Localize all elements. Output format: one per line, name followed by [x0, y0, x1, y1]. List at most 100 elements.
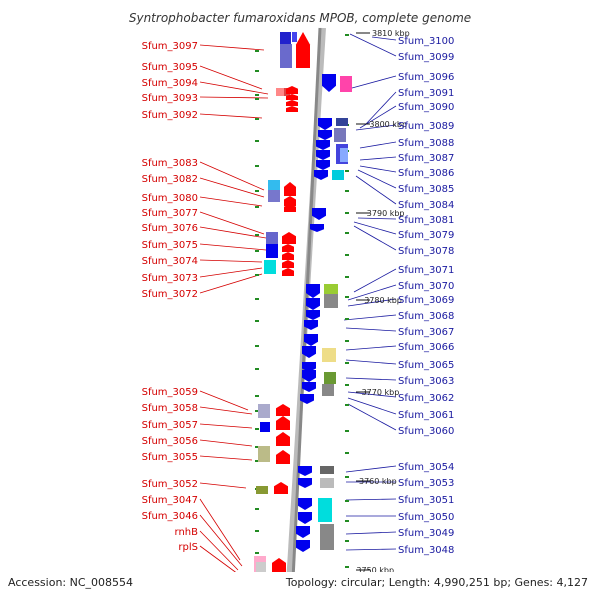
- left-gene-label: Sfum_3076: [142, 223, 198, 234]
- gene-tick: [255, 460, 259, 462]
- leader-line: [199, 44, 265, 51]
- gene-tick: [255, 530, 259, 532]
- gene-tick: [345, 566, 349, 568]
- gene-tick: [345, 520, 349, 522]
- left-gene-label: Sfum_3094: [142, 78, 198, 89]
- right-gene-labels: Sfum_3100Sfum_3099Sfum_3096Sfum_3091Sfum…: [398, 36, 454, 556]
- right-gene-label: Sfum_3067: [398, 327, 454, 338]
- gene-arrow-reverse: [306, 284, 320, 298]
- left-gene-label: Sfum_3055: [142, 452, 198, 463]
- gene-tick: [345, 362, 349, 364]
- gene-arrows: [272, 32, 336, 572]
- gene-arrow-reverse: [312, 208, 326, 220]
- accession-label: Accession: NC_008554: [8, 576, 133, 589]
- left-gene-label: Sfum_3058: [142, 403, 198, 414]
- gene-tick: [255, 320, 259, 322]
- leader-line: [355, 124, 397, 131]
- left-gene-label: Sfum_3080: [142, 193, 198, 204]
- gene-arrow-forward: [276, 404, 290, 416]
- leader-line: [347, 391, 397, 398]
- right-gene-label: Sfum_3099: [398, 52, 454, 63]
- leader-line: [199, 65, 263, 90]
- gene-tick: [255, 508, 259, 510]
- right-gene-label: Sfum_3085: [398, 184, 454, 195]
- gene-arrow-forward: [284, 204, 296, 212]
- gene-arrow-forward: [282, 260, 294, 268]
- left-gene-label: Sfum_3074: [142, 256, 198, 267]
- gene-tick: [255, 165, 259, 167]
- gene-arrow-forward: [286, 100, 298, 106]
- leader-line: [199, 439, 253, 447]
- gene-block: [340, 148, 348, 162]
- label-leader-lines: [199, 33, 397, 575]
- leader-line: [199, 196, 263, 207]
- right-gene-label: Sfum_3091: [398, 88, 454, 99]
- leader-line: [345, 548, 397, 551]
- gene-arrow-reverse: [296, 526, 310, 538]
- right-gene-label: Sfum_3100: [398, 36, 454, 47]
- gene-arrow-reverse: [318, 118, 332, 130]
- leader-line: [347, 403, 397, 431]
- left-gene-label: rnhB: [175, 527, 199, 538]
- kbp-label: 3790 kbp: [367, 209, 405, 218]
- gene-block: [332, 170, 344, 180]
- gene-arrow-reverse: [318, 130, 332, 140]
- left-gene-label: Sfum_3095: [142, 62, 198, 73]
- leader-line: [199, 530, 239, 571]
- leader-line: [359, 156, 397, 161]
- leader-line: [353, 221, 397, 235]
- leader-line: [347, 397, 397, 415]
- gene-tick: [345, 340, 349, 342]
- right-gene-label: Sfum_3086: [398, 168, 454, 179]
- gene-tick: [255, 250, 259, 252]
- leader-line: [345, 531, 397, 535]
- gene-tick: [255, 50, 259, 52]
- gene-arrow-forward: [284, 196, 296, 206]
- leader-line: [371, 36, 397, 41]
- footer-band: [0, 572, 600, 600]
- gene-block: [280, 44, 292, 68]
- gene-arrow-forward: [276, 450, 290, 464]
- gene-block: [258, 446, 270, 462]
- right-gene-label: Sfum_3084: [398, 200, 454, 211]
- left-gene-label: Sfum_3073: [142, 273, 198, 284]
- right-gene-label: Sfum_3060: [398, 426, 454, 437]
- gene-block: [258, 404, 270, 418]
- left-gene-label: Sfum_3056: [142, 436, 198, 447]
- gene-arrow-reverse: [298, 512, 312, 524]
- leader-line: [357, 169, 397, 189]
- right-gene-label: Sfum_3049: [398, 528, 454, 539]
- topology-label: Topology: circular; Length: 4,990,251 bp…: [285, 576, 588, 589]
- gene-arrow-reverse: [306, 310, 320, 320]
- gene-tick: [255, 552, 259, 554]
- leader-line: [199, 273, 263, 294]
- gene-arrow-reverse: [298, 466, 312, 476]
- gene-arrow-forward: [282, 268, 294, 276]
- gene-block: [340, 76, 352, 92]
- left-gene-label: Sfum_3052: [142, 479, 198, 490]
- left-gene-label: Sfum_3047: [142, 495, 198, 506]
- gene-block: [280, 32, 291, 44]
- leader-line: [199, 514, 243, 567]
- gene-block: [320, 466, 334, 474]
- gene-arrow-reverse: [316, 140, 330, 150]
- gene-arrow-reverse: [296, 540, 310, 552]
- gene-blocks: [254, 32, 352, 574]
- leader-line: [199, 455, 253, 461]
- leader-line: [199, 259, 263, 263]
- gene-block: [324, 372, 336, 384]
- gene-arrow-reverse: [304, 320, 318, 330]
- kbp-label: 3760 kbp: [359, 477, 397, 486]
- gene-tick: [255, 98, 259, 100]
- gene-arrow-forward: [282, 252, 294, 260]
- gene-arrow-reverse: [322, 74, 336, 92]
- gene-block: [320, 478, 334, 488]
- leader-line: [345, 465, 397, 473]
- gene-arrow-reverse: [300, 394, 314, 404]
- gene-tick: [345, 254, 349, 256]
- gene-tick: [345, 232, 349, 234]
- leader-line: [355, 175, 397, 205]
- right-gene-label: Sfum_3048: [398, 545, 454, 556]
- leader-line: [365, 91, 397, 125]
